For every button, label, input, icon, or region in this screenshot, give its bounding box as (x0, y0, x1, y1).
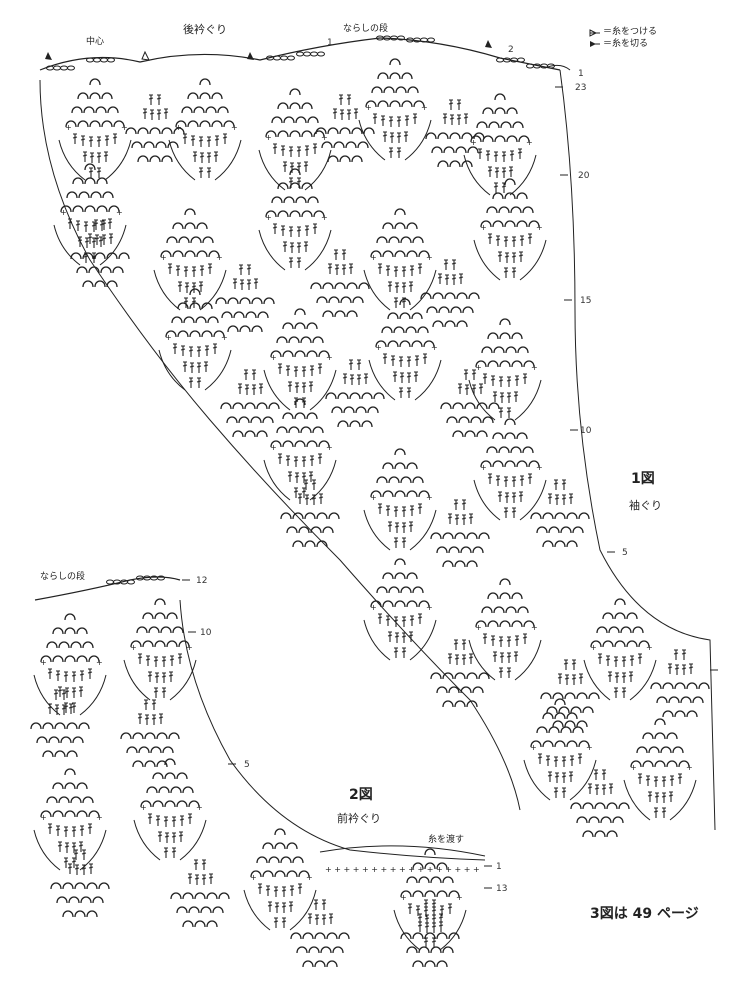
fig1-row-marker-top: 1 (327, 38, 333, 48)
fig1-row-marker-1: 1 (578, 69, 584, 79)
sleeve-label: 袖ぐり (629, 499, 662, 512)
back-neck-label: 後衿ぐり (183, 23, 227, 36)
footer-note: 3図は 49 ページ (590, 906, 699, 922)
fig1-leveling-row-label: ならしの段 (343, 24, 389, 34)
fig2-row-marker-10: 10 (200, 628, 212, 638)
fig1-row-marker-23: 23 (575, 83, 587, 93)
fig1-row-marker-10: 10 (580, 426, 592, 436)
fig2-row-marker-13: 13 (496, 884, 508, 894)
fig1-row-marker-15: 15 (580, 296, 592, 306)
fig2-row-marker-1: 1 (496, 862, 502, 872)
figure2-title: 2図 (349, 787, 373, 803)
fig2-row-marker-5: 5 (244, 760, 250, 770)
figure1-title: 1図 (631, 471, 655, 487)
svg-text:+ + + + + + + + + + + + + + +: + + + + + + + + + + + + + + + + + (325, 865, 480, 874)
legend-attach-yarn: ＝糸をつける (603, 27, 658, 37)
front-neck-label: 前衿ぐり (337, 812, 381, 825)
figure1-chart (39, 29, 718, 837)
pass-yarn-label: 糸を渡す (428, 835, 465, 845)
center-label: 中心 (86, 37, 105, 47)
fig1-row-marker-5: 5 (622, 548, 628, 558)
fig2-row-marker-12: 12 (196, 576, 208, 586)
fig1-row-marker-20: 20 (578, 171, 590, 181)
fig2-leveling-row-label: ならしの段 (40, 572, 86, 582)
figure2-chart: + + + + + + + + + + + + + + + + + (31, 575, 492, 967)
fig1-row-marker-2: 2 (508, 45, 514, 55)
legend-cut-yarn: ＝糸を切る (603, 39, 649, 49)
